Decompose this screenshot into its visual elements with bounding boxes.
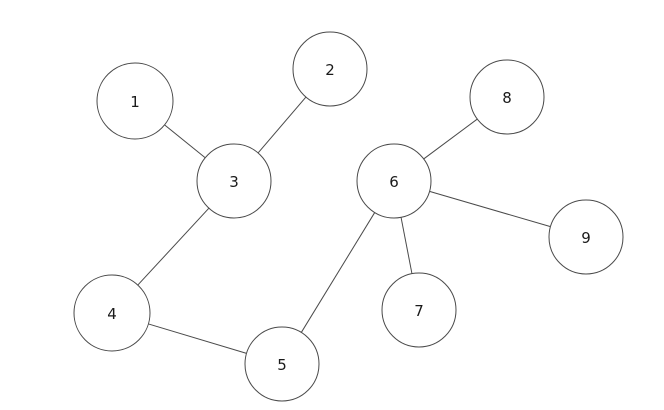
graph-node-9[interactable]: 9 bbox=[548, 199, 624, 275]
graph-edge-1-3 bbox=[164, 124, 206, 159]
graph-node-5[interactable]: 5 bbox=[244, 326, 320, 402]
graph-node-circle-5[interactable] bbox=[244, 326, 320, 402]
graph-edge-6-7 bbox=[400, 217, 413, 274]
graph-node-7[interactable]: 7 bbox=[381, 272, 457, 348]
graph-node-1[interactable]: 1 bbox=[96, 62, 174, 140]
graph-node-circle-7[interactable] bbox=[381, 272, 457, 348]
graph-node-3[interactable]: 3 bbox=[196, 143, 272, 219]
edge-layer bbox=[137, 96, 551, 354]
graph-node-circle-8[interactable] bbox=[469, 59, 545, 135]
graph-node-6[interactable]: 6 bbox=[356, 143, 432, 219]
graph-node-circle-3[interactable] bbox=[196, 143, 272, 219]
graph-edge-4-5 bbox=[148, 323, 247, 354]
graph-node-8[interactable]: 8 bbox=[469, 59, 545, 135]
graph-node-circle-1[interactable] bbox=[96, 62, 174, 140]
graph-node-circle-9[interactable] bbox=[548, 199, 624, 275]
graph-edge-6-8 bbox=[423, 118, 478, 160]
graph-edge-6-9 bbox=[429, 190, 551, 228]
graph-edge-3-4 bbox=[137, 207, 210, 286]
graph-node-circle-6[interactable] bbox=[356, 143, 432, 219]
node-layer: 1 234 5 6 7 89 bbox=[73, 31, 624, 402]
graph-edge-2-3 bbox=[257, 96, 307, 154]
graph-node-circle-2[interactable] bbox=[292, 31, 368, 107]
graph-node-4[interactable]: 4 bbox=[73, 274, 151, 352]
graph-edge-5-6 bbox=[300, 212, 376, 333]
graph-node-2[interactable]: 2 bbox=[292, 31, 368, 107]
graph-node-circle-4[interactable] bbox=[73, 274, 151, 352]
